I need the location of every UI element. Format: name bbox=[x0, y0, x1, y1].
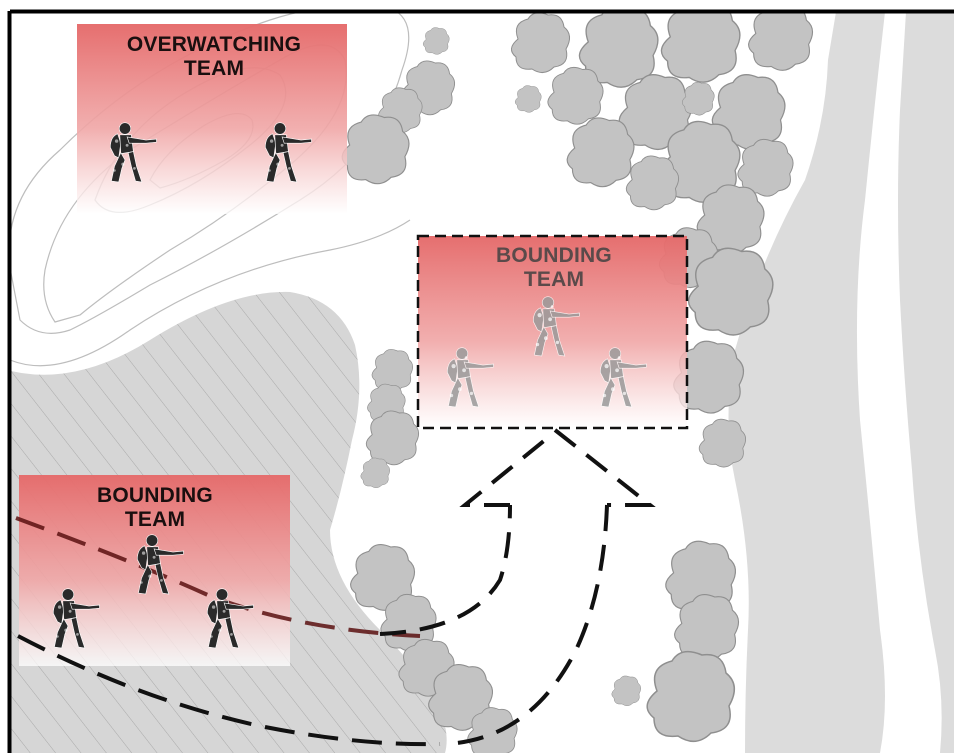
overwatch-label-line1: OVERWATCHING bbox=[126, 33, 302, 56]
ridge-route bbox=[15, 516, 421, 638]
bounding-top-label-line1: BOUNDING bbox=[496, 244, 612, 267]
overwatch-team-box bbox=[77, 24, 347, 214]
bounding-bottom-label-line2: TEAM bbox=[124, 508, 186, 531]
road bbox=[728, 12, 885, 753]
bounding-team-box-top-border bbox=[416, 234, 689, 430]
route-arrows bbox=[379, 428, 656, 746]
bounding-bottom-label-line1: BOUNDING bbox=[97, 484, 213, 507]
bounding-top-label-line2: TEAM bbox=[523, 268, 585, 291]
overwatch-label-line2: TEAM bbox=[183, 57, 245, 80]
bounding-team-top-label: BOUNDING TEAM bbox=[420, 244, 688, 292]
bounding-team-bottom-label: BOUNDING TEAM bbox=[20, 484, 290, 532]
road-right bbox=[898, 12, 954, 753]
overwatch-team-label: OVERWATCHING TEAM bbox=[82, 33, 346, 81]
